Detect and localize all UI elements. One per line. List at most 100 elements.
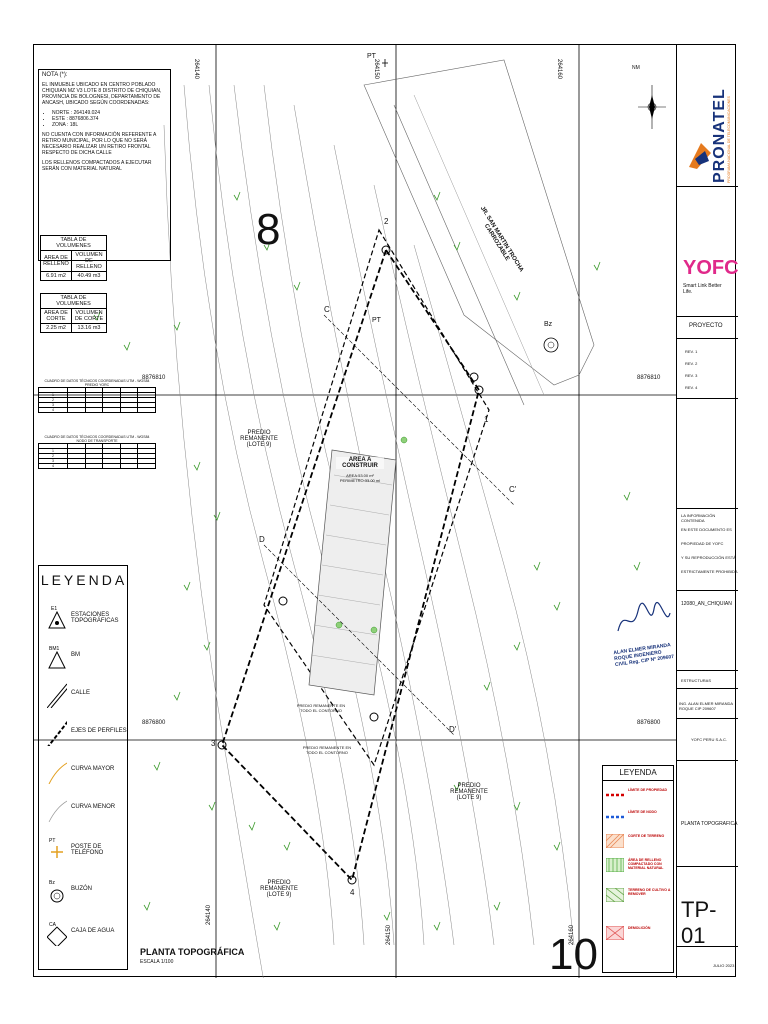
node-limit-icon (606, 815, 624, 819)
legend-item-curva-mayor: CURVA MAYOR (39, 756, 129, 786)
drawing-date: JULIO 2023 (713, 963, 735, 968)
tb-project-cell: PROYECTO (677, 317, 738, 339)
section-d-prime-mark: D' (449, 725, 457, 734)
demolition-hatch-icon (606, 926, 624, 940)
hatch-item-property-limit: LÍMITE DE PROPIEDAD (606, 788, 674, 814)
tb-code-cell: 12080_AN_CHIQUIAN (677, 591, 738, 671)
lot-number-bottom: 10 (549, 930, 598, 979)
tb-drawing-name-cell: PLANTA TOPOGRAFICA (677, 761, 738, 867)
svg-text:BM1: BM1 (49, 646, 60, 652)
signature-icon (617, 601, 671, 632)
hatch-item-node-limit: LÍMITE DE NODO (606, 810, 674, 836)
manhole-icon: Bz (49, 880, 64, 903)
point-label-1: 1 (484, 415, 489, 424)
sheet-number: TP-01 (681, 897, 717, 948)
grid-label-bottom-3: 264160 (569, 924, 575, 945)
tb-contractor-cell: YOFC Smart Link Better Life. (677, 187, 739, 317)
note-title: NOTA (*): (42, 72, 68, 78)
svg-text:Bz: Bz (49, 880, 55, 886)
street-line-icon (47, 683, 67, 708)
pronatel-subtitle: PROGRAMA NACIONAL DE TELECOMUNICACIONES (727, 96, 731, 183)
pt-label-2: PT (372, 317, 381, 324)
volume-cut-title: TABLA DE VOLUMENES (40, 293, 107, 309)
north-label: NM (632, 65, 640, 71)
hatch-item-cut: CORTE DE TERRENO (606, 834, 674, 860)
volume-fill-v2: 40.49 m3 (71, 271, 107, 281)
topographic-plan (34, 45, 676, 978)
bm-triangle-icon: BM1 (48, 646, 66, 669)
tb-client-cell: PRONATEL PROGRAMA NACIONAL DE TELECOMUNI… (677, 45, 738, 187)
title-block: PRONATEL PROGRAMA NACIONAL DE TELECOMUNI… (676, 45, 739, 978)
volume-fill-v1: 6.91 m2 (40, 271, 72, 281)
note-coord-zone: ZONA : 18L (52, 122, 167, 128)
fill-hatch-icon (606, 858, 624, 872)
volume-cut-h2: VOLUMEN DE CORTE (71, 308, 107, 324)
coord-table-1-title: CUADRO DE DATOS TÉCNICOS COORDENADAS UTM… (44, 379, 150, 383)
revision-1: REV. 1 (685, 349, 698, 354)
volume-cut-v2: 13.16 m3 (71, 323, 107, 333)
major-contour-icon (48, 762, 67, 784)
section-c-mark: C (324, 305, 330, 314)
note-coord-north: NORTE : 264149.024 (52, 110, 167, 116)
point-label-2: 2 (384, 217, 389, 226)
legend-item-poste: PT POSTE DE TELÉFONO (39, 834, 129, 864)
legend-item-calle: CALLE (39, 680, 129, 710)
note-paragraph-3: LOS RELLENOS COMPACTADOS A EJECUTAR SERÁ… (42, 160, 152, 172)
tb-date-cell: JULIO 2023 (677, 947, 738, 978)
predio-label-1: PREDIO REMANENTE (LOTE 9) (240, 430, 278, 448)
grid-label-left-2: 8876800 (142, 720, 166, 726)
hatch-item-fill: ÁREA DE RELLENO COMPACTADO CON MATERIAL … (606, 858, 674, 884)
legend-item-stations: E1 ESTACIONES TOPOGRÁFICAS (39, 602, 129, 632)
point-label-3: 3 (211, 739, 216, 748)
grid-label-left-1: 8876810 (142, 375, 166, 381)
volume-fill-title: TABLA DE VOLUMENES (40, 235, 107, 251)
revision-3: REV. 3 (685, 373, 698, 378)
plan-title: PLANTA TOPOGRÁFICA (140, 947, 245, 957)
area-title: AREA A CONSTRUIR (336, 457, 384, 469)
tb-empty-cell (677, 399, 738, 509)
property-limit-icon (606, 793, 624, 797)
revision-4: REV. 4 (685, 385, 698, 390)
volume-cut-h1: AREA DE CORTE (40, 308, 72, 324)
section-c-prime-mark: C' (509, 485, 517, 494)
station-triangle-icon: E1 (48, 606, 66, 629)
remanente-note-2: PREDIO REMANENTE EN TODO EL CONTORNO (302, 745, 352, 755)
coord-table-1: CUADRO DE DATOS TÉCNICOS COORDENADAS UTM… (37, 379, 156, 413)
section-d-mark: D (259, 535, 265, 544)
legend-item-buzon: Bz BUZÓN (39, 876, 129, 906)
pt-label: PT (367, 53, 376, 60)
cut-hatch-icon (606, 834, 624, 848)
volume-fill-h1: AREA DE RELLENO (40, 250, 72, 272)
tb-company-cell: YOFC PERU S.A.C. (677, 719, 738, 761)
point-label-4: 4 (350, 888, 355, 897)
project-code: 12080_AN_CHIQUIAN (681, 601, 732, 607)
hatch-item-demolition: DEMOLICIÓN (606, 926, 674, 952)
svg-text:PT: PT (49, 838, 55, 844)
predio-label-2: PREDIO REMANENTE (LOTE 9) (450, 783, 488, 801)
hatch-legend-title: LEYENDA (603, 766, 673, 781)
coord-table-2-row: 4 (37, 463, 69, 469)
grid-label-right-1: 8876810 (637, 375, 661, 381)
engineer-stamp: ALAN ELMER MIRANDA ROQUE INGENIERO CIVIL… (613, 601, 674, 671)
legend-title: LEYENDA (40, 572, 128, 588)
revision-2: REV. 2 (685, 361, 698, 366)
legend-box: LEYENDA E1 ESTACIONES TOPOGRÁFICAS BM1 B… (38, 565, 128, 970)
telephone-pole-icon: PT (49, 838, 63, 858)
crop-hatch-icon (606, 888, 624, 902)
tb-sheet-cell: TP-01 (677, 867, 738, 948)
grid-label-bottom-1: 264140 (206, 904, 212, 925)
tb-revisions-cell: REV. 1 REV. 2 REV. 3 REV. 4 (677, 339, 738, 399)
yofc-tagline: Smart Link Better Life. (683, 283, 722, 295)
tb-info-cell: LA INFORMACIÓN CONTENIDA EN ESTE DOCUMEN… (677, 509, 738, 591)
area-detail: AREA:53.00 m² PERIMETRO:33.00 ml (339, 473, 381, 483)
drawing-name: PLANTA TOPOGRAFICA (681, 821, 738, 827)
svg-text:CA: CA (49, 922, 57, 928)
dashed-axis-icon (47, 720, 67, 746)
note-box: NOTA (*): EL INMUEBLE UBICADO EN CENTRO … (38, 69, 171, 261)
predio-label-3: PREDIO REMANENTE (LOTE 9) (260, 880, 298, 898)
grid-label-top-3: 264160 (556, 59, 562, 80)
legend-item-bm: BM1 BM (39, 642, 129, 672)
coord-table-1-subtitle: PREDIO YORC (84, 383, 110, 387)
grid-label-top-2: 264150 (373, 59, 379, 80)
legend-item-ejes: EJES DE PERFILES (39, 718, 129, 748)
